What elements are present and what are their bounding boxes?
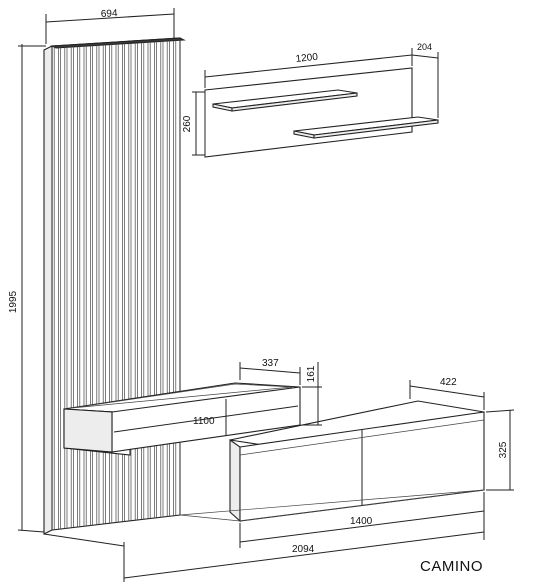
- right-cabinet: [179, 400, 485, 523]
- dim-shelf-width: 1200: [295, 52, 319, 65]
- dimension-lines: [17, 8, 515, 582]
- product-name: CAMINO: [420, 558, 483, 575]
- dim-left-cabinet-height: 161: [306, 365, 317, 382]
- dimension-labels: 694 1995 1200 204 260 337 161 1100 422 3…: [8, 8, 509, 555]
- slatted-wall-panel: [43, 37, 186, 535]
- dim-right-cabinet-depth: 422: [440, 377, 457, 388]
- dim-left-cabinet-width: 1100: [193, 416, 215, 427]
- dim-panel-width: 694: [101, 8, 119, 20]
- dim-right-cabinet-height: 325: [498, 441, 509, 458]
- wall-shelf-unit: [204, 67, 439, 158]
- dim-panel-height: 1995: [8, 290, 19, 313]
- dim-total-width: 2094: [292, 544, 315, 555]
- dim-shelf-depth: 204: [417, 42, 432, 52]
- dim-shelf-height: 260: [182, 115, 193, 132]
- dim-left-cabinet-depth: 337: [262, 358, 279, 369]
- dim-right-cabinet-width: 1400: [350, 516, 373, 527]
